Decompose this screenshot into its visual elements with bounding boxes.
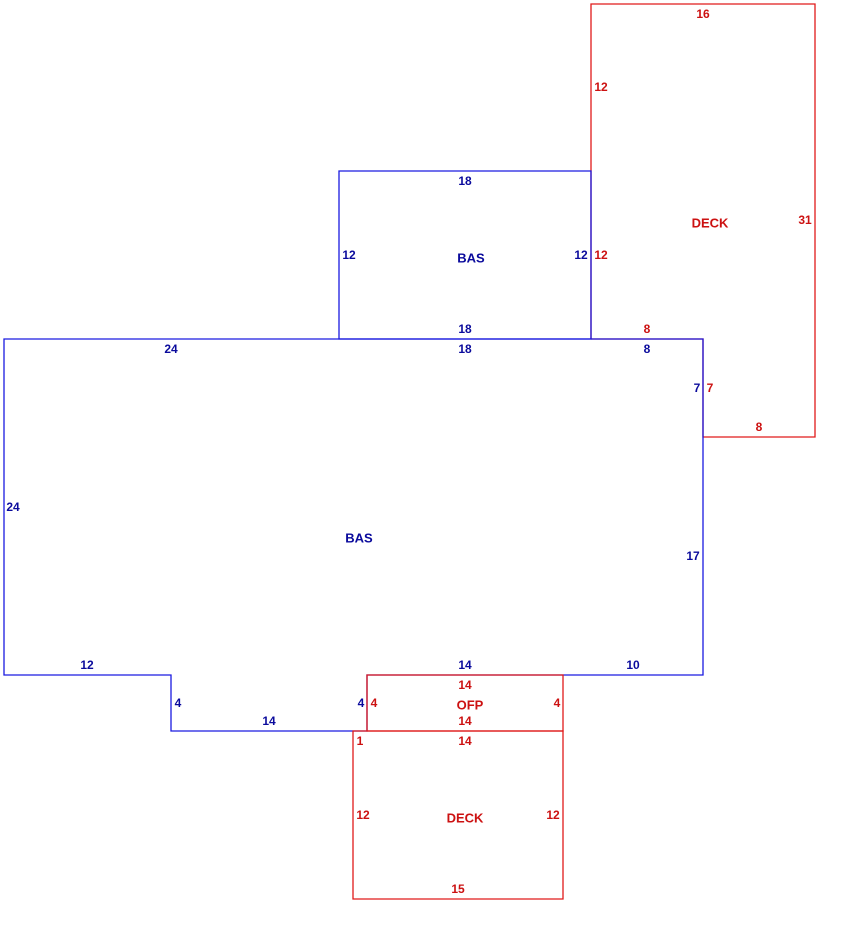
dim-bas-main-bottom-mid: 14 [458, 658, 472, 672]
dim-bas-upper-right: 12 [574, 248, 588, 262]
dim-bas-main-top-left: 24 [164, 342, 178, 356]
dim-deck-upper-left: 12 [594, 80, 608, 94]
dim-bas-main-notch-bottom: 14 [262, 714, 276, 728]
dim-deck-lower-bottom: 15 [451, 882, 465, 896]
dim-bas-upper-bottom: 18 [458, 322, 472, 336]
dim-deck-upper-step: 8 [644, 322, 651, 336]
dim-bas-main-right-upper: 7 [694, 381, 701, 395]
dim-bas-main-left: 24 [6, 500, 20, 514]
dim-bas-main-bottom-right: 10 [626, 658, 640, 672]
dim-deck-lower-left: 12 [356, 808, 370, 822]
dim-deck-lower-jog: 1 [357, 734, 364, 748]
dim-deck-upper-bottom: 8 [756, 420, 763, 434]
dim-deck-upper-inner: 7 [707, 381, 714, 395]
dim-bas-main-top-right: 8 [644, 342, 651, 356]
dim-deck-lower-right: 12 [546, 808, 560, 822]
dim-deck-upper-right: 31 [798, 213, 812, 227]
deck-lower-label: DECK [447, 810, 484, 825]
ofp-label: OFP [457, 697, 484, 712]
dim-bas-upper-top: 18 [458, 174, 472, 188]
dim-bas-main-notch-right: 4 [358, 696, 365, 710]
dim-bas-main-right-lower: 17 [686, 549, 700, 563]
dim-deck-upper-left-lower: 12 [594, 248, 608, 262]
dim-ofp-bottom: 14 [458, 714, 472, 728]
dim-bas-upper-left: 12 [342, 248, 356, 262]
bas-main-label: BAS [345, 530, 373, 545]
dim-ofp-left: 4 [371, 696, 378, 710]
dim-bas-main-notch-side: 4 [175, 696, 182, 710]
dim-bas-main-bottom-left: 12 [80, 658, 94, 672]
dim-deck-lower-top: 14 [458, 734, 472, 748]
dim-ofp-top: 14 [458, 678, 472, 692]
deck-lower-outline [352, 730, 564, 900]
deck-upper-label: DECK [692, 215, 729, 230]
bas-upper-label: BAS [457, 250, 485, 265]
dim-deck-upper-top: 16 [696, 7, 710, 21]
dim-ofp-right: 4 [554, 696, 561, 710]
dim-bas-main-top-mid: 18 [458, 342, 472, 356]
